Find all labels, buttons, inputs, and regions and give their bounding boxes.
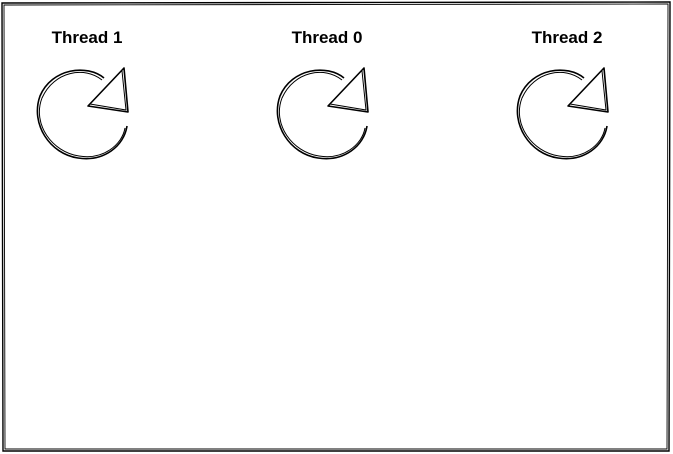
refresh-cycle-icon	[36, 67, 129, 160]
thread-2-node[interactable]: Thread 2	[502, 28, 632, 188]
thread-label: Thread 1	[51, 28, 123, 47]
thread-label: Thread 0	[291, 28, 363, 47]
refresh-cycle-icon	[516, 67, 609, 160]
thread-0-node[interactable]: Thread 0	[262, 28, 392, 188]
refresh-cycle-icon	[276, 67, 369, 160]
thread-label: Thread 2	[531, 28, 603, 47]
thread-1-node[interactable]: Thread 1	[22, 28, 152, 188]
